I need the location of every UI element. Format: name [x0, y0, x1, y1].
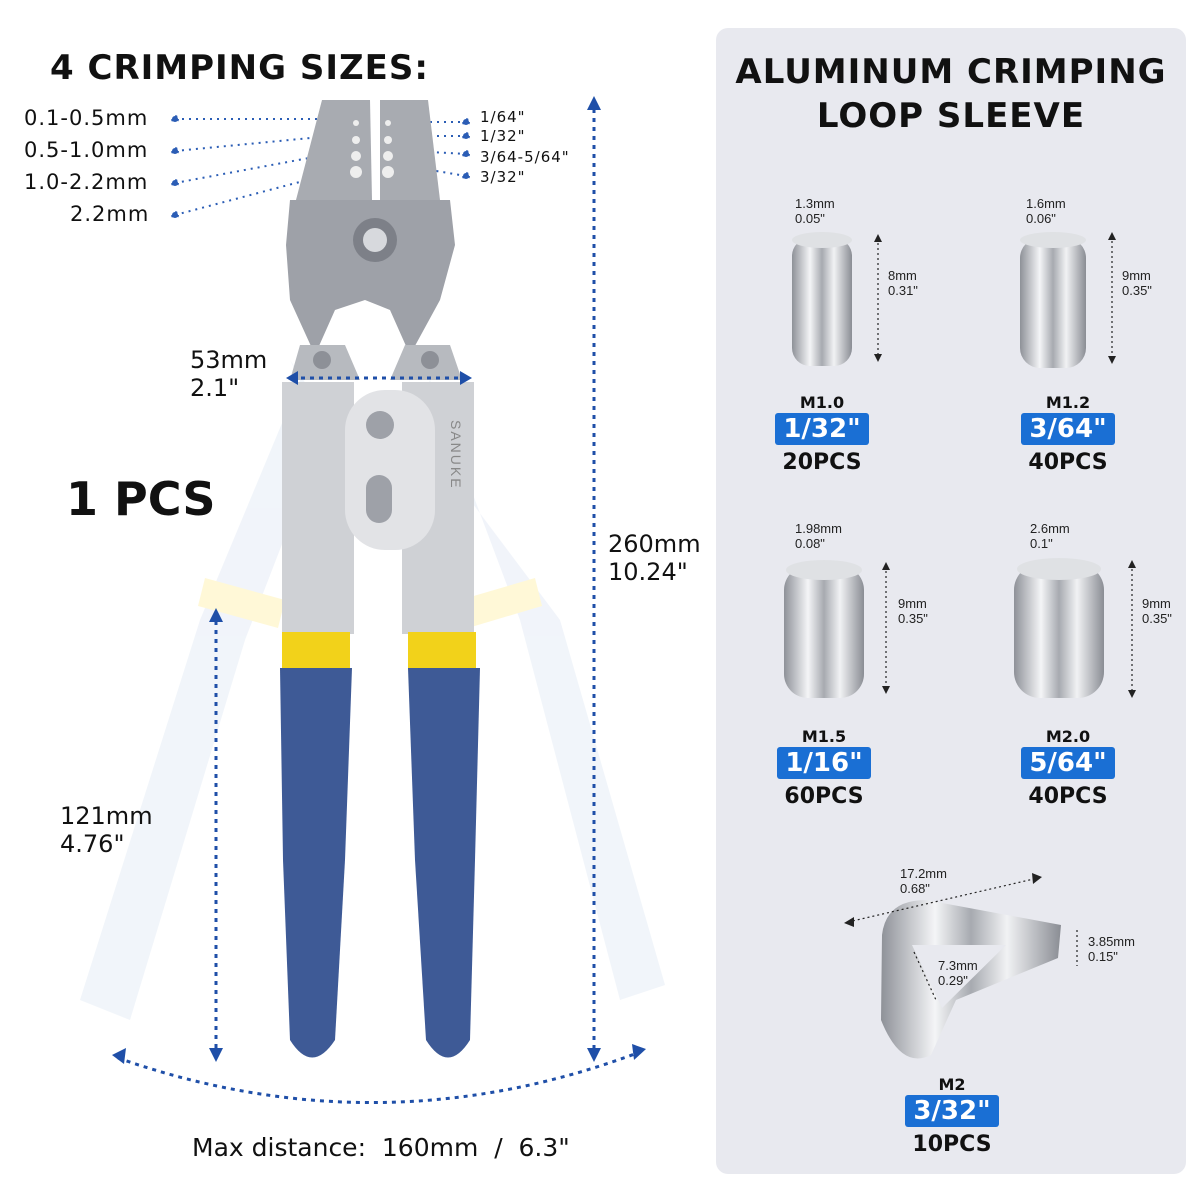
total-length-in: 10.24"	[608, 558, 688, 586]
total-length-dimension: 260mm 10.24"	[608, 530, 701, 586]
size-mm-label-1: 0.1-0.5mm	[24, 106, 149, 130]
handle-length-dimension: 121mm 4.76"	[60, 802, 153, 858]
sleeve-2-height-in: 0.35"	[1122, 283, 1152, 298]
sleeve-4-width-in: 0.1"	[1030, 536, 1053, 551]
sleeve-4-model: M2.0	[1045, 727, 1091, 746]
handle-length-in: 4.76"	[60, 830, 125, 858]
sleeve-2-width: 1.6mm 0.06"	[1026, 196, 1066, 226]
sleeve-1-height-in: 0.31"	[888, 283, 918, 298]
sleeve-1-width-mm: 1.3mm	[795, 196, 835, 211]
sleeve-1-width: 1.3mm 0.05"	[795, 196, 835, 226]
sleeve-3-height-in: 0.35"	[898, 611, 928, 626]
dimension-arrows	[112, 96, 646, 1064]
size-mm-label-3: 1.0-2.2mm	[24, 170, 149, 194]
center-plate	[345, 390, 435, 550]
sleeve-3-width-in: 0.08"	[795, 536, 825, 551]
thimble-thickness: 3.85mm 0.15"	[1088, 934, 1135, 964]
size-in-label-4: 3/32"	[480, 168, 526, 186]
sleeve-1-model: M1.0	[799, 393, 845, 412]
sleeve-panel-title: ALUMINUM CRIMPING LOOP SLEEVE	[716, 50, 1186, 138]
jaw-width-in: 2.1"	[190, 374, 240, 402]
crimping-tool-illustration	[80, 96, 665, 1104]
sleeve-3-height-mm: 9mm	[898, 596, 927, 611]
sleeve-1-height: 8mm 0.31"	[888, 268, 918, 298]
thimble-length-in: 0.68"	[900, 881, 930, 896]
thimble-pcs: 10PCS	[912, 1132, 992, 1157]
sleeve-4-pcs: 40PCS	[1028, 784, 1108, 809]
jaw-width-dimension: 53mm 2.1"	[190, 346, 267, 402]
sleeve-3-width: 1.98mm 0.08"	[795, 521, 842, 551]
thimble-size-badge: 3/32"	[905, 1095, 999, 1127]
size-in-label-2: 1/32"	[480, 127, 526, 145]
thimble-model: M2	[938, 1075, 966, 1094]
crimping-sizes-title: 4 CRIMPING SIZES:	[50, 48, 429, 88]
sleeve-m1-2-body	[1020, 238, 1086, 368]
sleeve-2-size-badge: 3/64"	[1021, 413, 1115, 445]
total-length-mm: 260mm	[608, 530, 701, 558]
sleeve-2-width-mm: 1.6mm	[1026, 196, 1066, 211]
tool-head	[286, 100, 455, 355]
left-steel-arm	[282, 382, 354, 634]
sleeve-4-height-in: 0.35"	[1142, 611, 1172, 626]
right-blue-grip	[408, 668, 480, 1058]
sleeve-title-line-2: LOOP SLEEVE	[816, 96, 1086, 136]
sleeve-3-pcs: 60PCS	[784, 784, 864, 809]
sleeve-2-model: M1.2	[1045, 393, 1091, 412]
open-handles-ghost	[80, 360, 665, 1020]
sleeve-m1-0-body	[792, 238, 852, 366]
sleeve-1-pcs: 20PCS	[782, 450, 862, 475]
jaw-width-mm: 53mm	[190, 346, 268, 374]
sleeve-1-width-in: 0.05"	[795, 211, 825, 226]
sleeve-illustrations	[784, 232, 1136, 1059]
tool-brand: SANUKE	[448, 420, 464, 490]
sleeve-3-width-mm: 1.98mm	[795, 521, 842, 536]
sleeve-4-height: 9mm 0.35"	[1142, 596, 1172, 626]
size-mm-label-4: 2.2mm	[70, 202, 150, 226]
sleeve-m1-5-body	[784, 566, 864, 698]
sleeve-1-height-mm: 8mm	[888, 268, 917, 283]
left-yellow-band	[282, 632, 350, 670]
sleeve-2-width-in: 0.06"	[1026, 211, 1056, 226]
right-yellow-band	[408, 632, 476, 670]
thimble-length: 17.2mm 0.68"	[900, 866, 947, 896]
sleeve-4-size-badge: 5/64"	[1021, 747, 1115, 779]
tool-linkage	[290, 345, 462, 380]
size-in-label-3: 3/64-5/64"	[480, 148, 570, 166]
sleeve-title-line-1: ALUMINUM CRIMPING	[735, 52, 1167, 92]
thimble-inner-mm: 7.3mm	[938, 958, 978, 973]
sleeve-m2-0-body	[1014, 564, 1104, 698]
thimble-inner-in: 0.29"	[938, 973, 968, 988]
size-mm-label-2: 0.5-1.0mm	[24, 138, 149, 162]
thimble-thickness-in: 0.15"	[1088, 949, 1118, 964]
sleeve-3-size-badge: 1/16"	[777, 747, 871, 779]
tool-quantity: 1 PCS	[66, 472, 216, 526]
dimension-lines	[117, 100, 641, 1104]
sleeve-2-pcs: 40PCS	[1028, 450, 1108, 475]
sleeve-1-size-badge: 1/32"	[775, 413, 869, 445]
max-distance-label: Max distance: 160mm / 6.3"	[192, 1133, 570, 1162]
sleeve-4-width-mm: 2.6mm	[1030, 521, 1070, 536]
left-blue-grip	[280, 668, 352, 1058]
size-in-label-1: 1/64"	[480, 108, 526, 126]
thimble-thickness-mm: 3.85mm	[1088, 934, 1135, 949]
sleeve-4-width: 2.6mm 0.1"	[1030, 521, 1070, 551]
sleeve-3-height: 9mm 0.35"	[898, 596, 928, 626]
sleeve-4-height-mm: 9mm	[1142, 596, 1171, 611]
thimble-inner: 7.3mm 0.29"	[938, 958, 978, 988]
handle-length-mm: 121mm	[60, 802, 153, 830]
sleeve-2-height-mm: 9mm	[1122, 268, 1151, 283]
sleeve-2-height: 9mm 0.35"	[1122, 268, 1152, 298]
sleeve-3-model: M1.5	[801, 727, 847, 746]
thimble-length-mm: 17.2mm	[900, 866, 947, 881]
